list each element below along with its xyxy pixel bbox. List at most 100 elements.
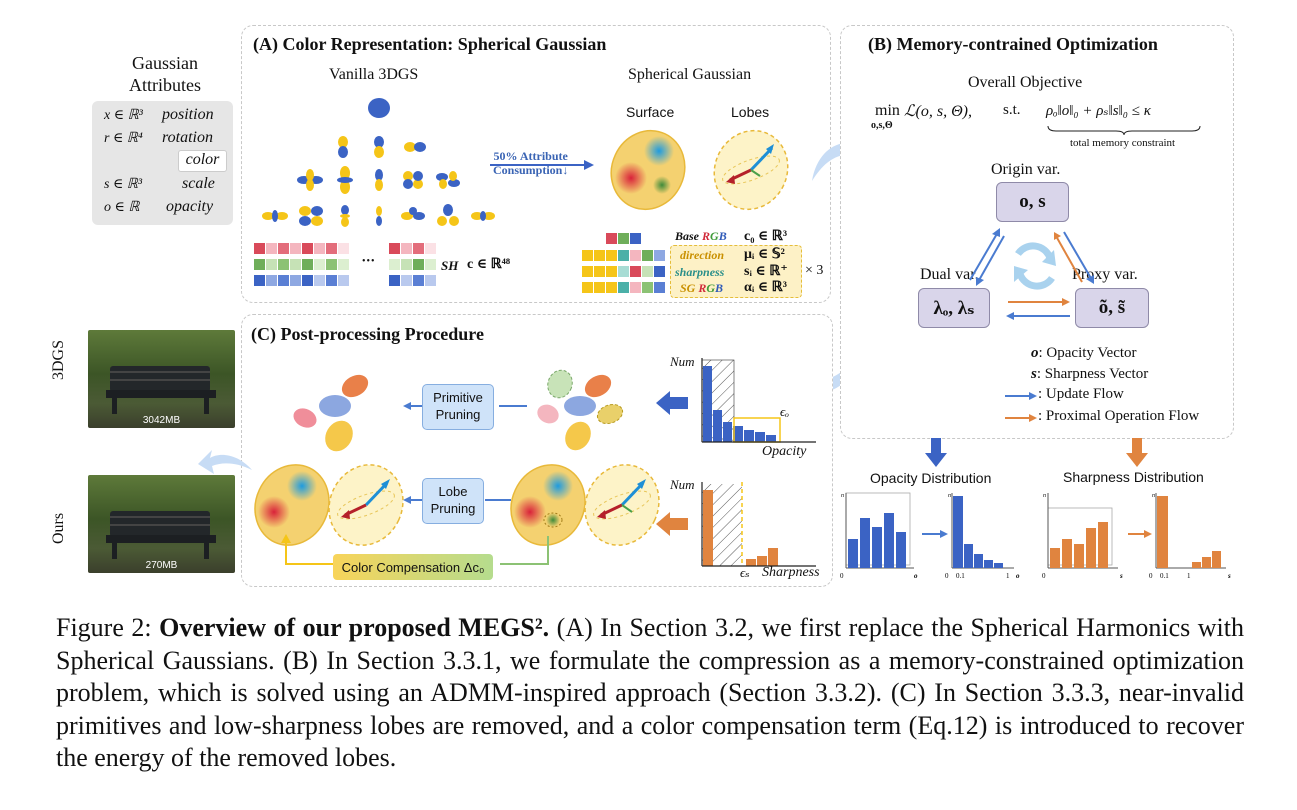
opacity-down-arrow <box>925 438 947 467</box>
opacity-hist-eps: ϵₒ <box>780 404 789 419</box>
sg-lobes-sphere <box>713 129 789 211</box>
origin-var-label: Origin var. <box>991 161 1061 178</box>
sg-row-direction: direction <box>680 248 724 262</box>
objective-min: min <box>875 102 900 119</box>
attr-arrow-label: 50% Attribute Consumption↓ <box>493 149 568 177</box>
lobe-pruning-box: Lobe Pruning <box>422 478 484 524</box>
sh-lobe-l3 <box>262 204 495 227</box>
objective-function: ℒ(o, s, Θ), <box>904 103 972 120</box>
sg-lobe-count: × 3 <box>805 263 824 278</box>
sharpness-down-arrow <box>1126 438 1148 467</box>
sharpness-hist-eps: ϵₛ <box>740 565 750 580</box>
axis-zero: 0 <box>840 572 844 580</box>
hist-to-lobe-arrow <box>656 512 688 536</box>
attributes-title-line1: Gaussian <box>132 53 198 73</box>
sg-lobe-row-3 <box>582 282 665 293</box>
sg-row-base-rgb: Base RGB <box>675 229 727 244</box>
lobes-label: Lobes <box>731 104 770 120</box>
original-surface <box>510 464 586 546</box>
base-rgb-g <box>618 233 629 244</box>
vanilla-label: Vanilla 3DGS <box>329 66 419 83</box>
sg-row-name-prefix: SG <box>680 281 699 295</box>
svg-text:o: o <box>1016 572 1020 580</box>
attr-position: x ∈ ℝ³ position <box>104 106 214 124</box>
legend-text: : Sharpness Vector <box>1036 366 1149 382</box>
sh-ellipsis: ••• <box>362 256 376 267</box>
sg-row-name-b: B <box>715 281 724 295</box>
dual-var-box: λₒ, λₛ <box>918 288 990 328</box>
sharpness-distribution-title: Sharpness Distribution <box>1063 469 1204 485</box>
svg-text:0: 0 <box>1042 572 1046 580</box>
photo-ours: 270MB <box>88 475 235 573</box>
attr-scale: s ∈ ℝ³ scale <box>104 175 215 193</box>
sg-lobe-row-2 <box>582 266 665 277</box>
flow-dual-origin <box>969 228 1005 286</box>
caption-body: (A) In Section 3.2, we first replace the… <box>56 613 1244 772</box>
sh-red-row <box>254 243 436 254</box>
sg-row-sg-rgb-symbol: αᵢ ∈ ℝ³ <box>744 280 787 295</box>
legend-sharpness: s: Sharpness Vector <box>1031 366 1148 383</box>
lobe-pruning-arrow-1 <box>403 496 423 504</box>
panel-c-title: (C) Post-processing Procedure <box>251 324 484 344</box>
caption-prefix: Figure 2: <box>56 613 160 642</box>
objective-label: Overall Objective <box>968 74 1083 91</box>
axis-n: n <box>841 493 844 499</box>
attr-symbol: s ∈ ℝ³ <box>104 177 143 192</box>
color-compensation-path <box>281 534 549 565</box>
legend-proximal-flow: : Proximal Operation Flow <box>1038 408 1200 424</box>
svg-text:0.1: 0.1 <box>956 572 965 580</box>
sharpness-hist-y: Num <box>670 477 695 492</box>
svg-text:0.1: 0.1 <box>1160 572 1169 580</box>
sh-green-row <box>254 259 436 270</box>
base-rgb-r <box>606 233 617 244</box>
panel-b-title: (B) Memory-contrained Optimization <box>868 34 1158 54</box>
sg-row-direction-symbol: μᵢ ∈ 𝕊² <box>744 247 785 262</box>
attributes-title: Gaussian Attributes <box>104 52 226 96</box>
primitive-pruning-box: Primitive Pruning <box>422 384 494 430</box>
surface-label: Surface <box>626 104 675 120</box>
color-compensation-label: Color Compensation Δc₀ <box>341 559 485 575</box>
axis-o: o <box>914 572 918 580</box>
svg-text:s: s <box>1227 572 1231 580</box>
sg-row-name-r: R <box>698 281 707 295</box>
compensated-surface <box>254 464 330 546</box>
sh-lobe-l1-a <box>338 136 348 158</box>
svg-text:1: 1 <box>1187 572 1191 580</box>
hist-to-pruning-arrow <box>656 391 688 415</box>
sg-color-coefficients <box>582 233 665 293</box>
legend-update-flow: : Update Flow <box>1038 386 1124 402</box>
attr-color: color <box>178 150 227 172</box>
attr-name: rotation <box>162 129 213 146</box>
pruning-arrow-2 <box>499 405 527 407</box>
constraint-underbrace <box>1047 125 1201 136</box>
attr-reduction-arrow <box>490 160 594 170</box>
panel-a-title: (A) Color Representation: Spherical Gaus… <box>253 34 607 54</box>
cycle-icon <box>1014 242 1056 290</box>
attr-arrow-label-line1: 50% Attribute <box>493 149 568 163</box>
photo-3dgs: 3042MB <box>88 330 235 428</box>
photo-top-side-label: 3DGS <box>50 339 67 380</box>
sh-blue-row <box>254 275 436 286</box>
panel-b <box>840 25 1234 439</box>
svg-text:n: n <box>1043 493 1046 499</box>
color-compensation-box: Color Compensation Δc₀ <box>333 554 493 580</box>
legend-text: : Opacity Vector <box>1038 345 1137 361</box>
attr-name: position <box>162 106 214 123</box>
sh-lobe-l1-b <box>374 136 384 158</box>
photo-bottom-side-label: Ours <box>50 512 67 544</box>
sg-row-name-g: G <box>710 229 719 243</box>
attr-name: opacity <box>166 198 214 215</box>
sharpness-histogram <box>701 482 816 567</box>
attr-symbol: r ∈ ℝ⁴ <box>104 131 143 146</box>
attr-name: color <box>185 151 220 168</box>
sh-dimension: c ∈ ℝ⁴⁸ <box>467 257 511 272</box>
sg-lobe-row-1 <box>582 250 665 261</box>
sh-color-coefficients <box>254 243 436 286</box>
legend-key: o <box>1031 345 1039 361</box>
opacity-distribution-charts: n 0 o n 0 0.1 1 o <box>840 492 1020 580</box>
flow-dual-proxy <box>1006 298 1070 320</box>
legend-proximal-arrow <box>1005 414 1037 422</box>
photo-3dgs-size: 3042MB <box>142 415 181 426</box>
sg-row-name-b: B <box>718 229 727 243</box>
sg-label: Spherical Gaussian <box>628 66 752 83</box>
